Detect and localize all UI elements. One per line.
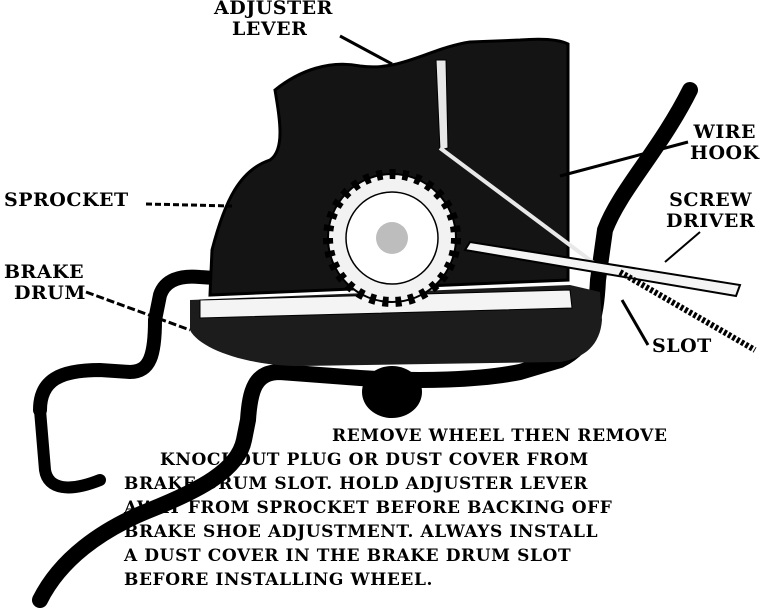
adjuster-lever (435, 59, 449, 151)
label-wire-hook: WIRE HOOK (690, 122, 760, 164)
label-adjuster-lever-line2: LEVER (232, 18, 308, 40)
label-brake-drum: BRAKE DRUM (4, 262, 86, 304)
caption-line-5: BRAKE SHOE ADJUSTMENT. ALWAYS INSTALL (124, 522, 599, 542)
label-screw-driver: SCREW DRIVER (666, 190, 755, 232)
wire-hook-leader (559, 140, 689, 178)
slot-leader (620, 299, 650, 346)
hub-bulge (362, 366, 422, 418)
caption-line-1: REMOVE WHEEL THEN REMOVE (332, 426, 668, 446)
sprocket (323, 169, 461, 307)
adjuster-lever-leader (339, 34, 393, 66)
backing-plate (208, 37, 570, 297)
label-brake-drum-line2: DRUM (14, 282, 86, 304)
label-wire-hook-line1: WIRE (693, 121, 757, 143)
sprocket-leader (145, 202, 233, 208)
label-sprocket: SPROCKET (4, 189, 129, 211)
caption-line-7: BEFORE INSTALLING WHEEL. (124, 570, 434, 590)
label-wire-hook-line2: HOOK (690, 142, 760, 164)
label-screw-driver-line2: DRIVER (666, 210, 756, 232)
leader-lines (85, 34, 701, 346)
caption-line-4: AWAY FROM SPROCKET BEFORE BACKING OFF (124, 498, 613, 518)
caption-line-3: BRAKE DRUM SLOT. HOLD ADJUSTER LEVER (124, 474, 589, 494)
label-slot: SLOT (652, 335, 712, 357)
screw-driver-leader (664, 231, 701, 263)
caption-line-2: KNOCKOUT PLUG OR DUST COVER FROM (160, 450, 589, 470)
slot-tool (618, 269, 757, 353)
caption-line-6: A DUST COVER IN THE BRAKE DRUM SLOT (124, 546, 572, 566)
brake-drum-leader (85, 290, 191, 332)
label-adjuster-lever-line1: ADJUSTER (214, 0, 333, 19)
brake-drum-lip (34, 404, 106, 494)
wire-hook (438, 146, 612, 277)
label-brake-drum-line1: BRAKE (4, 261, 85, 283)
brake-drum-profile (33, 269, 222, 417)
wheel-contour (32, 82, 698, 608)
label-screw-driver-line1: SCREW (669, 189, 753, 211)
label-adjuster-lever: ADJUSTER LEVER (214, 0, 333, 40)
screwdriver (463, 240, 742, 298)
